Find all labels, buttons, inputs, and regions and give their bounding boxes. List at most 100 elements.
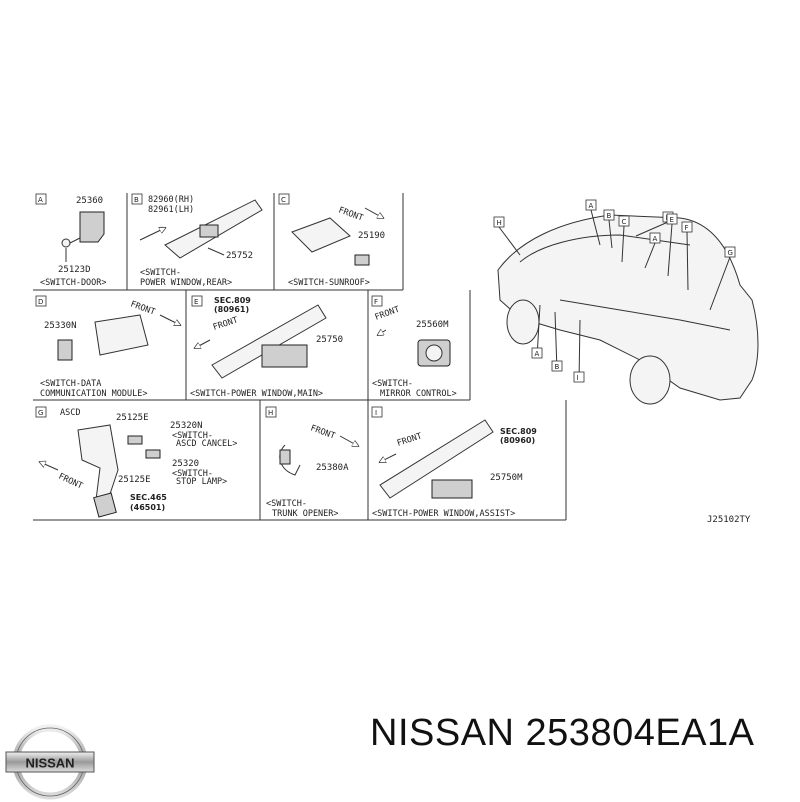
panel-d-caption-1: <SWITCH-DATA bbox=[40, 379, 101, 389]
note-stop-1: <SWITCH- bbox=[172, 469, 213, 479]
part-25380a: 25380A bbox=[316, 463, 349, 473]
panel-b: B 82960(RH) 82961(LH) 25752 <SWITCH- POW… bbox=[131, 193, 263, 288]
panel-d-caption-2: COMMUNICATION MODULE> bbox=[40, 389, 147, 399]
brand-headline: NISSAN 253804EA1A bbox=[370, 712, 755, 754]
callout-tag-box bbox=[551, 360, 563, 372]
callout-leader bbox=[686, 231, 689, 291]
callout-tag-box bbox=[531, 347, 543, 359]
callout-tag-a: A bbox=[589, 202, 594, 210]
brake-pedal-drawing bbox=[93, 492, 117, 518]
panel-i-front: FRONT bbox=[396, 431, 423, 448]
main-finisher-drawing bbox=[211, 304, 327, 379]
callout-tag-box bbox=[493, 216, 505, 228]
panel-c-front: FRONT bbox=[337, 205, 364, 223]
part-25752: 25752 bbox=[226, 251, 253, 261]
comm-module-drawing bbox=[94, 314, 149, 356]
sunroof-switch-drawing bbox=[291, 217, 351, 253]
panel-h-caption-2: TRUNK OPENER> bbox=[272, 509, 339, 519]
part-46501: (46501) bbox=[130, 503, 165, 512]
rear-window-switch-drawing bbox=[199, 224, 219, 238]
panel-e-front: FRONT bbox=[212, 315, 239, 332]
note-ascd-2: ASCD CANCEL> bbox=[176, 439, 237, 449]
part-25320n: 25320N bbox=[170, 421, 203, 431]
callout-leader bbox=[644, 242, 656, 269]
callout-tag-box bbox=[618, 215, 630, 227]
panel-d-front: FRONT bbox=[129, 299, 156, 317]
part-82960: 82960(RH) bbox=[148, 195, 194, 205]
callout-tag-box bbox=[681, 221, 693, 233]
bolt-drawing bbox=[61, 238, 71, 248]
panel-d: D FRONT 25330N <SWITCH-DATA COMMUNICATIO… bbox=[35, 295, 180, 399]
callout-tag-box bbox=[649, 232, 661, 244]
panel-h-front: FRONT bbox=[309, 423, 336, 441]
part-sec-809-i: SEC.809 bbox=[500, 427, 537, 436]
callout-tag-box bbox=[603, 209, 615, 221]
part-ascd: ASCD bbox=[60, 408, 80, 418]
diagram-code: J25102TY bbox=[707, 515, 751, 525]
part-25330n: 25330N bbox=[44, 321, 77, 331]
main-window-switch-drawing bbox=[261, 344, 308, 368]
part-25125e-1: 25125E bbox=[116, 413, 149, 423]
panel-b-tag: B bbox=[134, 196, 139, 204]
door-switch-drawing bbox=[79, 211, 105, 243]
panel-e-caption: <SWITCH-POWER WINDOW,MAIN> bbox=[190, 389, 323, 399]
data-switch-drawing bbox=[57, 339, 73, 361]
callout-tag-b: B bbox=[607, 212, 612, 220]
panel-h: H FRONT 25380A <SWITCH- TRUNK OPENER> bbox=[265, 406, 358, 519]
part-25125e-2: 25125E bbox=[118, 475, 151, 485]
callout-tag-box bbox=[666, 213, 678, 225]
front-wheel-drawing bbox=[629, 355, 671, 405]
part-25360: 25360 bbox=[76, 196, 103, 206]
callout-leader bbox=[608, 219, 613, 249]
callout-tag-box bbox=[724, 246, 736, 258]
panel-c-tag: C bbox=[281, 196, 286, 204]
callout-tag-box bbox=[585, 199, 597, 211]
panel-b-caption-2: POWER WINDOW,REAR> bbox=[140, 278, 232, 288]
note-stop-2: STOP LAMP> bbox=[176, 477, 227, 487]
assist-finisher-drawing bbox=[379, 419, 494, 499]
nissan-logo: NISSAN bbox=[5, 724, 95, 800]
stop-lamp-switch-drawing bbox=[145, 449, 161, 459]
callout-tag-a: A bbox=[535, 350, 540, 358]
part-80960: (80960) bbox=[500, 436, 535, 445]
panel-h-caption-1: <SWITCH- bbox=[266, 499, 307, 509]
callout-leader bbox=[498, 226, 521, 256]
panel-g: G ASCD 25125E 25320N <SWITCH- ASCD CANCE… bbox=[35, 406, 237, 518]
callout-tag-c: C bbox=[622, 218, 627, 226]
part-25320: 25320 bbox=[172, 459, 199, 469]
callout-leader bbox=[635, 221, 669, 237]
rear-wheel-drawing bbox=[506, 299, 540, 345]
part-25750m: 25750M bbox=[490, 473, 523, 483]
callout-tag-box bbox=[573, 371, 585, 383]
panel-i-caption: <SWITCH-POWER WINDOW,ASSIST> bbox=[372, 509, 515, 519]
panel-f-caption-2: MIRROR CONTROL> bbox=[380, 389, 457, 399]
vehicle-overview: ABCDEFGHABAI bbox=[493, 199, 759, 405]
panel-a: A 25360 25123D <SWITCH-DOOR> bbox=[35, 193, 107, 288]
trunk-opener-switch-drawing bbox=[279, 449, 291, 465]
panel-a-tag: A bbox=[38, 196, 43, 204]
assist-window-switch-drawing bbox=[431, 479, 473, 499]
sunroof-connector-drawing bbox=[354, 254, 370, 266]
panel-f-front: FRONT bbox=[374, 305, 401, 323]
panel-f-caption-1: <SWITCH- bbox=[372, 379, 413, 389]
callout-leader bbox=[621, 225, 625, 263]
pedal-bracket-drawing bbox=[77, 424, 119, 501]
part-sec-465: SEC.465 bbox=[130, 493, 167, 502]
callout-tag-f: F bbox=[685, 224, 689, 232]
panel-h-tag: H bbox=[268, 409, 273, 417]
part-25123d: 25123D bbox=[58, 265, 91, 275]
callout-tag-e: E bbox=[670, 216, 674, 224]
logo-wordmark: NISSAN bbox=[25, 756, 74, 771]
callout-tag-a: A bbox=[653, 235, 658, 243]
panel-b-caption-1: <SWITCH- bbox=[140, 268, 181, 278]
part-25560m: 25560M bbox=[416, 320, 449, 330]
panel-i-tag: I bbox=[375, 409, 377, 417]
panel-e: E SEC.809 (80961) FRONT 25750 <SWITCH-PO… bbox=[190, 295, 343, 399]
panel-c-caption: <SWITCH-SUNROOF> bbox=[288, 278, 370, 288]
panel-g-front: FRONT bbox=[57, 472, 84, 492]
ascd-switch-drawing bbox=[127, 435, 143, 445]
callout-tag-i: I bbox=[577, 374, 579, 382]
panel-d-tag: D bbox=[38, 298, 43, 306]
part-80961: (80961) bbox=[214, 305, 249, 314]
